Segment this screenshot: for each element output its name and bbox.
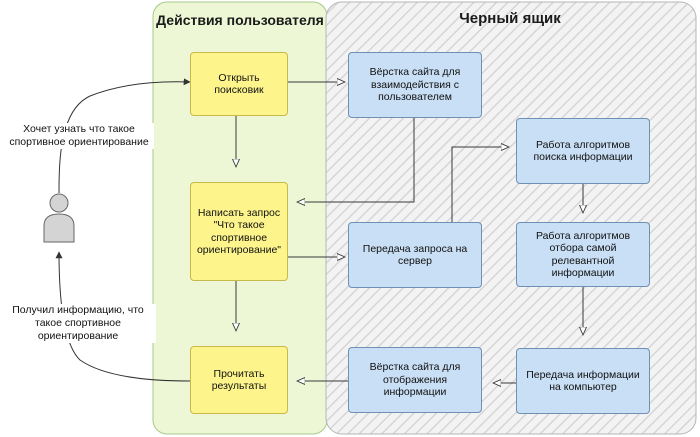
lane-title-blackbox: Черный ящик — [459, 10, 561, 27]
node-transfer-to-pc: Передача информации на компьютер — [516, 348, 650, 414]
node-send-request: Передача запроса на сервер — [348, 222, 482, 288]
node-layout-display: Вёрстка сайта для отображения информации — [348, 347, 482, 413]
edge-label-got-info: Получил информацию, что такое спортивное… — [0, 304, 156, 343]
node-search-algorithms: Работа алгоритмов поиска информации — [516, 118, 650, 184]
lane-title-user: Действия пользователя — [156, 12, 324, 28]
node-open-search: Открыть поисковик — [190, 52, 288, 116]
edge-label-wants-to-know: Хочет узнать что такое спортивное ориент… — [4, 123, 154, 149]
node-selection-algorithms: Работа алгоритмов отбора самой релевантн… — [516, 222, 650, 287]
arrow-results-to-person — [55, 251, 191, 382]
arrow-person-to-search — [58, 78, 191, 194]
node-layout-interaction: Вёрстка сайта для взаимодействия с польз… — [348, 52, 482, 118]
person-icon — [43, 193, 75, 243]
node-request: Написать запрос "Что такое спортивное ор… — [190, 182, 288, 281]
arrow-layout-to-request — [298, 118, 415, 202]
node-read-results: Прочитать результаты — [190, 346, 288, 414]
arrow-send-to-search — [451, 147, 508, 222]
